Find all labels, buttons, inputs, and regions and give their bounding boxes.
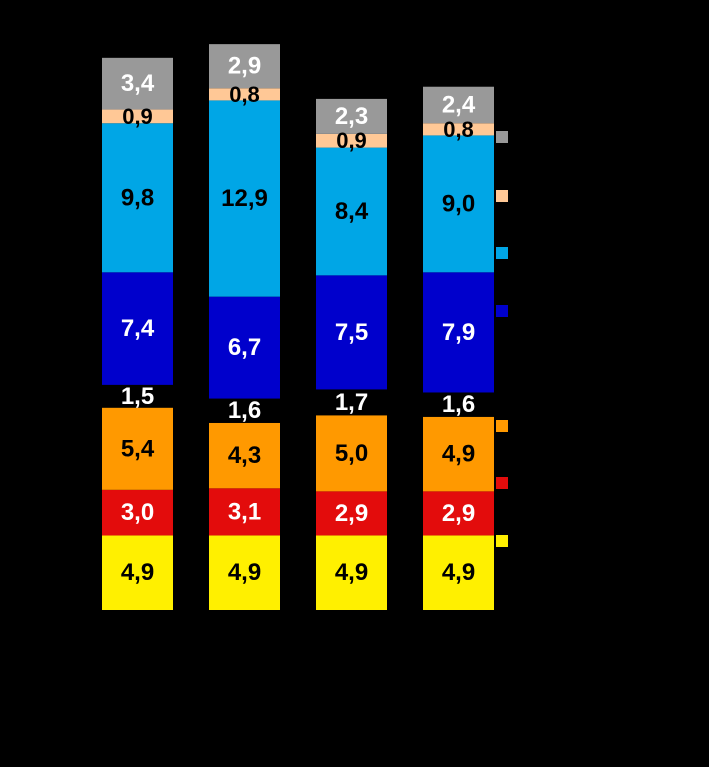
data-label: 2,9 <box>442 500 475 527</box>
data-label: 2,4 <box>442 91 476 118</box>
data-label: 3,0 <box>121 499 154 526</box>
bar-segment <box>102 407 173 490</box>
data-label: 7,5 <box>335 319 368 346</box>
data-label: 9,8 <box>121 184 154 211</box>
bar-segment <box>209 100 280 297</box>
bar-segment <box>423 416 494 492</box>
bar-segment <box>102 489 173 536</box>
bar-segment <box>316 275 387 390</box>
bar-segment <box>209 88 280 101</box>
bar-segment <box>102 384 173 408</box>
data-label: 3,4 <box>121 70 155 97</box>
bar-segment <box>423 135 494 273</box>
bar-segment <box>423 86 494 124</box>
bar-segment <box>423 123 494 136</box>
bar-segment <box>209 398 280 423</box>
bar-segment <box>102 272 173 385</box>
data-label: 0,8 <box>229 82 260 107</box>
legend-marker <box>496 131 508 143</box>
legend-marker <box>496 535 508 547</box>
data-label: 7,9 <box>442 319 475 346</box>
data-label: 5,4 <box>121 435 155 462</box>
bar-segment <box>316 491 387 536</box>
data-label: 3,1 <box>228 498 261 525</box>
data-label: 4,9 <box>228 559 261 586</box>
bars-layer <box>102 44 494 610</box>
bar-segment <box>316 535 387 610</box>
data-label: 4,9 <box>442 559 475 586</box>
data-label: 7,4 <box>121 315 155 342</box>
data-label: 2,9 <box>335 500 368 527</box>
bar-segment <box>316 147 387 276</box>
bar-segment <box>209 44 280 89</box>
data-label: 1,5 <box>121 383 154 410</box>
bar-segment <box>209 535 280 610</box>
bar-segment <box>423 491 494 536</box>
bar-segment <box>102 57 173 110</box>
bar-segment <box>423 272 494 393</box>
data-label: 12,9 <box>221 185 268 212</box>
legend <box>496 131 508 547</box>
bar-segment <box>316 133 387 148</box>
legend-marker <box>496 190 508 202</box>
legend-marker <box>496 477 508 489</box>
bar-segment <box>423 535 494 610</box>
data-label: 4,9 <box>442 441 475 468</box>
data-label: 0,8 <box>443 117 474 142</box>
labels-layer: 4,9 4,9 4,9 4,9 3,0 3,1 2,9 2,9 5,4 4,3 5,0 4,9 1,5 1… <box>121 53 476 587</box>
data-label: 1,6 <box>228 397 261 424</box>
data-label: 0,9 <box>336 128 367 153</box>
bar-segment <box>209 488 280 536</box>
legend-marker <box>496 305 508 317</box>
bar-segment <box>102 535 173 610</box>
bar-segment <box>316 389 387 416</box>
data-label: 6,7 <box>228 334 261 361</box>
data-label: 0,9 <box>122 104 153 129</box>
data-label: 4,3 <box>228 442 261 469</box>
bar-segment <box>316 98 387 134</box>
data-label: 5,0 <box>335 440 368 467</box>
data-label: 1,6 <box>442 391 475 418</box>
data-label: 1,7 <box>335 389 368 416</box>
data-label: 4,9 <box>121 559 154 586</box>
bar-segment <box>316 415 387 492</box>
data-label: 4,9 <box>335 559 368 586</box>
bar-segment <box>423 392 494 417</box>
bar-segment <box>209 422 280 489</box>
data-label: 9,0 <box>442 190 475 217</box>
bar-segment <box>102 123 173 273</box>
bar-segment <box>102 109 173 124</box>
data-label: 2,9 <box>228 53 261 80</box>
data-label: 2,3 <box>335 103 368 130</box>
legend-marker <box>496 247 508 259</box>
legend-marker <box>496 420 508 432</box>
bar-segment <box>209 296 280 399</box>
data-label: 8,4 <box>335 198 369 225</box>
